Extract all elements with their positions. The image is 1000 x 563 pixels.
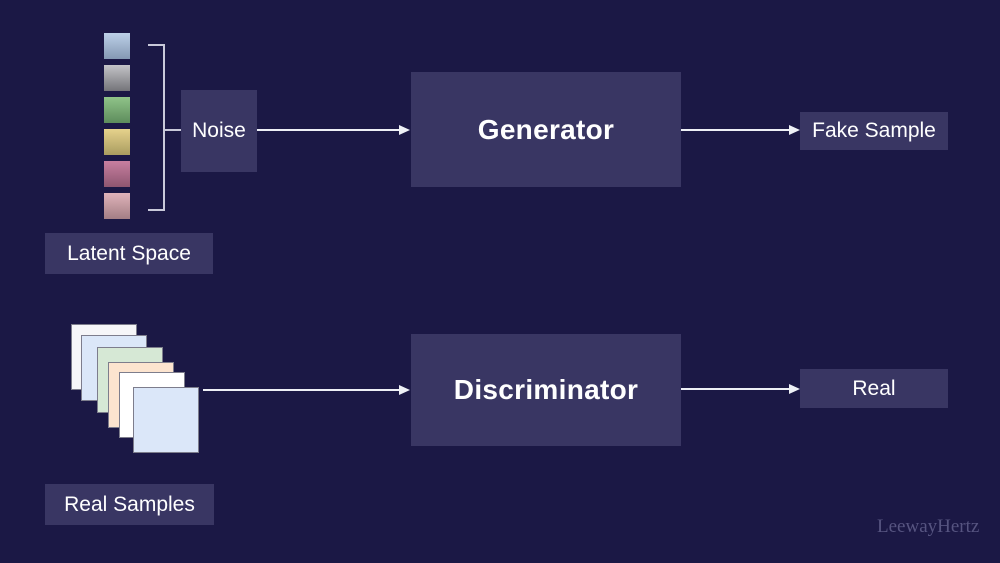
latent-vector-square — [104, 193, 130, 219]
real-samples-label: Real Samples — [64, 492, 195, 516]
discriminator-node: Discriminator — [411, 334, 681, 446]
latent-vector-square — [104, 33, 130, 59]
fake-sample-node: Fake Sample — [800, 112, 948, 150]
arrowhead-icon — [399, 385, 410, 395]
real-sample-image — [133, 387, 199, 453]
noise-node: Noise — [181, 90, 257, 172]
noise-label: Noise — [192, 119, 246, 142]
real-samples-caption: Real Samples — [45, 484, 214, 525]
fake-sample-label: Fake Sample — [812, 119, 936, 142]
real-label: Real — [852, 376, 896, 400]
generator-to-fake-sample-line — [681, 129, 789, 131]
discriminator-to-real-line — [681, 388, 789, 390]
generator-label: Generator — [477, 113, 615, 145]
latent-space-label: Latent Space — [67, 241, 191, 265]
latent-vector-square — [104, 129, 130, 155]
arrowhead-icon — [399, 125, 410, 135]
bracket-connector-line — [165, 129, 181, 131]
latent-vector-square — [104, 161, 130, 187]
arrowhead-icon — [789, 125, 800, 135]
latent-vector-square — [104, 97, 130, 123]
latent-vector-square — [104, 65, 130, 91]
grouping-bracket-icon — [148, 44, 165, 211]
watermark: LeewayHertz — [877, 516, 980, 537]
noise-to-generator-line — [257, 129, 399, 131]
arrowhead-icon — [789, 384, 800, 394]
real-node: Real — [800, 369, 948, 408]
latent-space-caption: Latent Space — [45, 233, 213, 274]
samples-to-discriminator-line — [203, 389, 399, 391]
generator-node: Generator — [411, 72, 681, 187]
discriminator-label: Discriminator — [453, 374, 639, 405]
